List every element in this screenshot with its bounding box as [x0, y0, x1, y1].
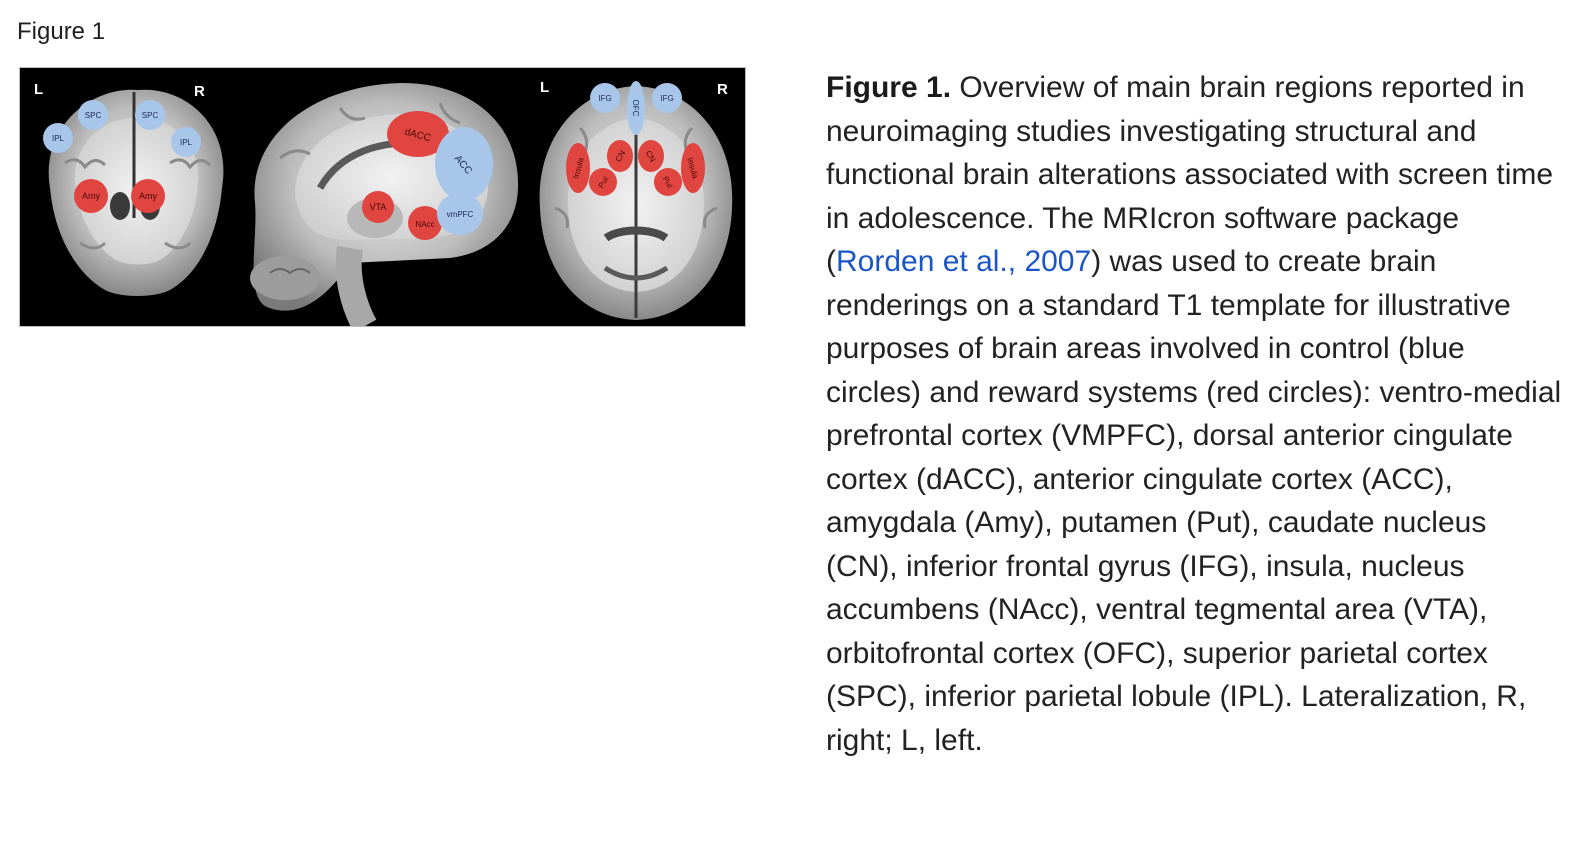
citation-link[interactable]: Rorden et al., 2007 — [836, 245, 1091, 278]
caption-label: Figure 1. — [826, 71, 951, 104]
region-ifg-left-label: IFG — [598, 94, 611, 103]
region-ofc-label: OFC — [631, 100, 640, 117]
region-amy-left-label: Amy — [82, 191, 101, 201]
caption-text-body: ) was used to create brain renderings on… — [826, 245, 1561, 757]
sagittal-brain-slice: dACC ACC VTA NAcc vmPFC — [250, 83, 518, 326]
axial-right-marker: R — [717, 81, 728, 98]
region-ipl-left-label: IPL — [52, 134, 65, 143]
region-spc-right-label: SPC — [142, 111, 159, 120]
axial-left-marker: L — [540, 79, 549, 96]
coronal-left-marker: L — [34, 81, 43, 98]
axial-brain-slice: L R IFG IFG OFC Insula Insula CN CN Put … — [540, 79, 733, 320]
figure-heading: Figure 1 — [17, 18, 105, 46]
coronal-brain-slice: L R SPC SPC IPL IPL Amy Amy — [34, 81, 223, 296]
figure-caption: Figure 1. Overview of main brain regions… — [826, 66, 1566, 762]
region-ifg-right-label: IFG — [660, 94, 673, 103]
region-nacc-label: NAcc — [415, 220, 434, 229]
coronal-right-marker: R — [194, 83, 205, 100]
region-amy-right-label: Amy — [139, 191, 158, 201]
brain-figure-image: L R SPC SPC IPL IPL Amy Amy dAC — [19, 67, 746, 327]
region-vta-label: VTA — [370, 202, 387, 212]
region-spc-left-label: SPC — [85, 111, 102, 120]
region-ipl-right-label: IPL — [180, 138, 193, 147]
region-vmpfc-label: vmPFC — [447, 210, 474, 219]
